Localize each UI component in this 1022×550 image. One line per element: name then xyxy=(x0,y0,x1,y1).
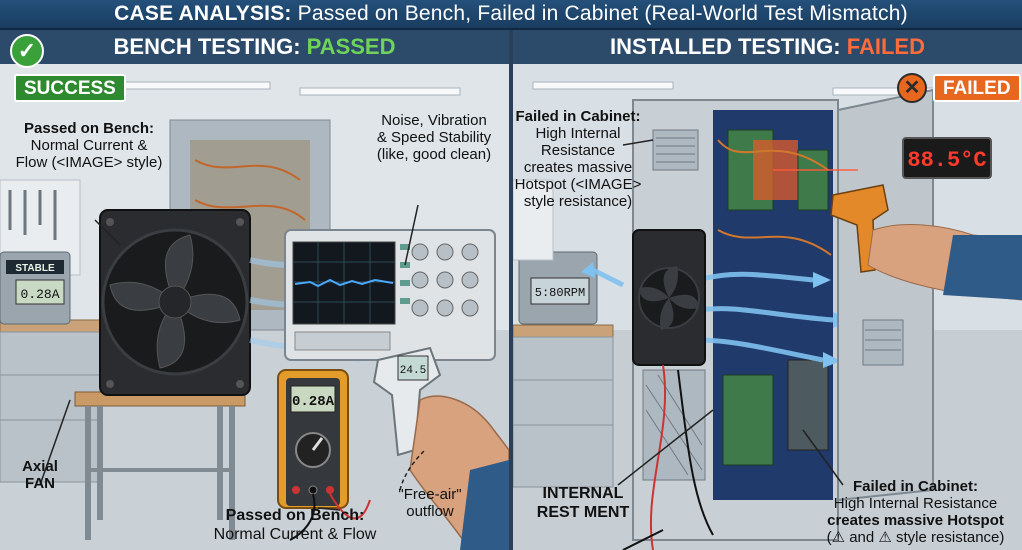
stable-label: STABLE xyxy=(15,263,55,274)
bench-header-prefix: BENCH TESTING: xyxy=(113,34,307,59)
callout-failed-in-cabinet-top: Failed in Cabinet: High Internal Resista… xyxy=(513,108,643,210)
freeair-line1: "Free-air" xyxy=(398,486,462,503)
rpm-reading: 5:80RPM xyxy=(535,286,585,300)
callout-right-line3: creates massive xyxy=(523,159,633,176)
callout-right-line2: Resistance xyxy=(540,142,616,159)
callout-top-line1: Normal Current & xyxy=(30,137,148,154)
callout-passed-on-bench-top: Passed on Bench: Normal Current & Flow (… xyxy=(14,120,164,171)
fan-label-line2: FAN xyxy=(25,475,55,492)
bottom-title: Passed on Bench: xyxy=(225,507,365,524)
title-rest: Passed on Bench, Failed in Cabinet (Real… xyxy=(291,2,908,25)
thermometer-reading: 24.5 xyxy=(400,365,426,377)
axial-fan-label: Axial FAN xyxy=(10,458,70,492)
panel-divider xyxy=(509,30,513,550)
internal-line1: INTERNAL xyxy=(542,485,624,502)
internal-resistance-label: INTERNAL REST MENT xyxy=(533,484,633,522)
bottom-right-line2: creates massive Hotspot xyxy=(827,512,1004,529)
bottom-right-line1: High Internal Resistance xyxy=(833,495,998,512)
close-x-icon: ✕ xyxy=(897,73,927,103)
bench-scene-illustration: STABLE 0.28A xyxy=(0,64,509,550)
callout-right-line1: High Internal xyxy=(535,125,621,142)
check-icon: ✓ xyxy=(10,34,44,68)
callout-noise-line3: (like, good clean) xyxy=(376,146,492,163)
installed-testing-header: INSTALLED TESTING: FAILED xyxy=(513,30,1022,64)
bench-testing-panel: STABLE 0.28A xyxy=(0,30,509,550)
callout-noise-line1: Noise, Vibration xyxy=(381,112,487,129)
cabinet-temp-reading: 88.5°C xyxy=(907,148,986,173)
callout-passed-on-bench-bottom: Passed on Bench: Normal Current & Flow xyxy=(200,506,390,544)
bench-header-status: PASSED xyxy=(306,34,396,59)
page-title: CASE ANALYSIS: Passed on Bench, Failed i… xyxy=(0,0,1022,30)
success-badge: SUCCESS xyxy=(14,74,126,102)
callout-top-title: Passed on Bench: xyxy=(23,120,155,137)
bottom-line: Normal Current & Flow xyxy=(213,526,377,543)
multimeter-reading: 0.28A xyxy=(292,394,335,410)
callout-right-title: Failed in Cabinet: xyxy=(515,108,641,125)
callout-right-line4: Hotspot (<IMAGE> xyxy=(514,176,642,193)
callout-right-line5: style resistance) xyxy=(523,193,633,210)
failed-badge: FAILED xyxy=(933,74,1021,102)
cabinet-scene-illustration: 5:80RPM xyxy=(513,64,1022,550)
callout-free-air-outflow: "Free-air" outflow xyxy=(390,486,470,520)
installed-header-prefix: INSTALLED TESTING: xyxy=(610,34,847,59)
installed-header-status: FAILED xyxy=(846,34,925,59)
callout-noise-line2: & Speed Stability xyxy=(376,129,492,146)
callout-noise-vibration: Noise, Vibration & Speed Stability (like… xyxy=(360,112,508,163)
bottom-right-title: Failed in Cabinet: xyxy=(852,478,978,495)
callout-top-line2: Flow (<IMAGE> style) xyxy=(15,154,163,171)
bottom-right-line3: (⚠ and ⚠ style resistance) xyxy=(826,529,1005,546)
internal-line2: REST MENT xyxy=(536,504,630,521)
installed-testing-panel: 5:80RPM xyxy=(513,30,1022,550)
freeair-line2: outflow xyxy=(406,503,454,520)
bench-testing-header: BENCH TESTING: PASSED xyxy=(0,30,509,64)
stable-reading: 0.28A xyxy=(20,287,59,302)
callout-failed-in-cabinet-bottom: Failed in Cabinet: High Internal Resista… xyxy=(813,478,1018,546)
fan-label-line1: Axial xyxy=(22,458,58,475)
title-bold: CASE ANALYSIS: xyxy=(114,2,292,25)
